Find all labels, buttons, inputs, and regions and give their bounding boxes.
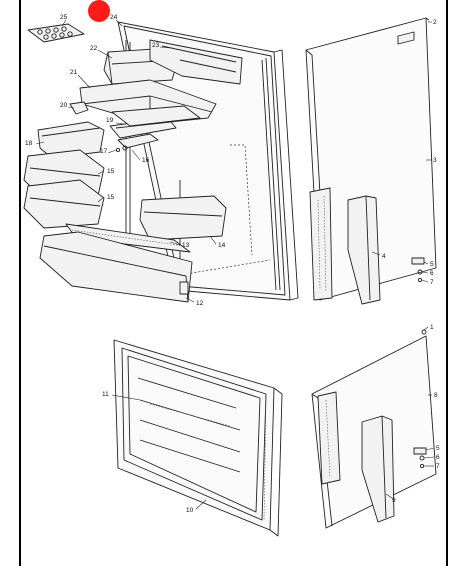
callout-12: 12: [196, 300, 204, 307]
callout-23: 23: [152, 42, 160, 49]
callout-15-lower: 15: [107, 194, 115, 201]
callout-14: 14: [218, 242, 226, 249]
callout-21: 21: [70, 69, 78, 76]
callout-15-upper: 15: [107, 168, 115, 175]
callout-2: 2: [433, 19, 437, 26]
callout-8: 8: [434, 392, 438, 399]
freezer-door-shelf-rail: [317, 391, 341, 485]
callout-25: 25: [60, 14, 68, 21]
callout-17: 17: [100, 148, 108, 155]
callout-22: 22: [90, 45, 98, 52]
right-border-line: [446, 0, 448, 566]
callout-20: 20: [60, 102, 68, 109]
callout-4: 4: [382, 253, 386, 260]
callout-18: 18: [25, 140, 33, 147]
leader-lines: [35, 19, 435, 510]
freezer-door-gasket: [113, 339, 283, 537]
callout-24: 24: [110, 14, 118, 21]
callout-5-upper: 5: [430, 261, 434, 268]
red-dot-marker: [88, 0, 110, 22]
callout-labels: 25 24 22 23 2 21 20 19 18 17 16 15 15 3 …: [25, 14, 440, 514]
door-handle-cover: [347, 195, 381, 305]
callout-19: 19: [106, 117, 114, 124]
callout-1: 1: [430, 324, 434, 331]
callout-9: 9: [392, 497, 396, 504]
small-door-bin: [37, 121, 105, 159]
freezer-handle-cover: [361, 415, 395, 523]
left-border-line: [19, 0, 21, 566]
callout-11: 11: [102, 391, 109, 398]
callout-7-lower: 7: [436, 463, 440, 470]
callout-13: 13: [182, 242, 190, 249]
chiller-drawer: [111, 105, 201, 127]
bottom-drawer: [39, 231, 193, 303]
callout-6-lower: 6: [436, 454, 440, 461]
callout-3: 3: [433, 157, 437, 164]
callout-10: 10: [186, 507, 194, 514]
door-shelf-rail: [309, 187, 333, 301]
callout-16: 16: [142, 157, 150, 164]
shelf-clip: [69, 101, 89, 115]
fridge-door: [305, 17, 437, 301]
callout-6-upper: 6: [430, 270, 434, 277]
dairy-compartment: [149, 39, 243, 85]
door-bin-lower: [23, 179, 105, 229]
egg-tray: [27, 23, 85, 43]
callout-7-upper: 7: [430, 279, 434, 286]
crisper-drawer: [139, 195, 227, 241]
callout-5-lower: 5: [436, 445, 440, 452]
